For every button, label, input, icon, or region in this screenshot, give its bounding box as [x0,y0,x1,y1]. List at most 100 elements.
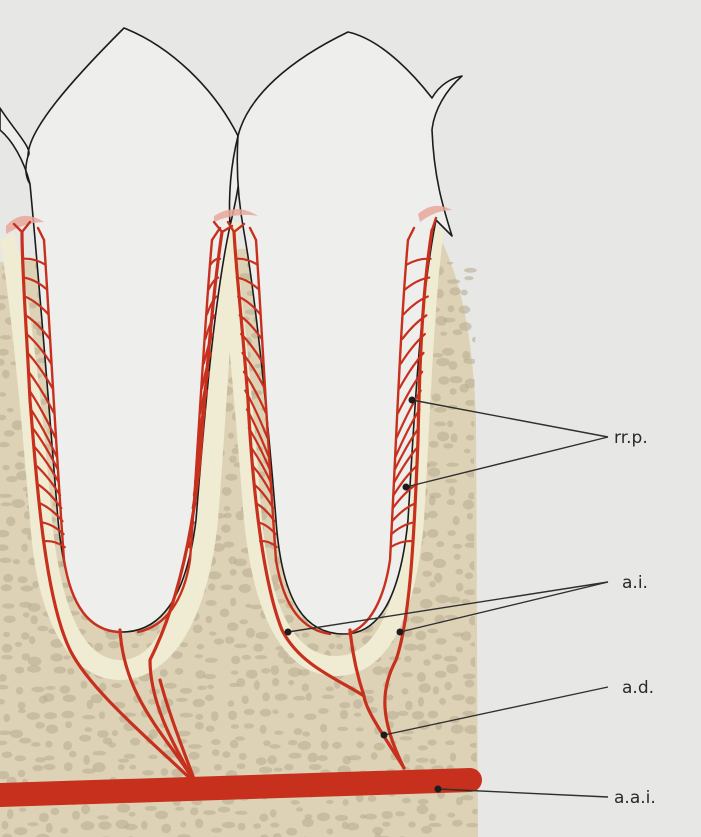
bone-pore [53,666,67,674]
bone-pore [0,348,9,356]
bone-pore [443,655,458,662]
bone-pore [50,638,64,648]
bone-pore [427,467,441,478]
bone-pore [50,807,60,816]
bone-pore [302,817,314,828]
bone-pore [205,600,217,606]
bone-pore [175,697,188,702]
bone-pore [83,754,90,765]
bone-pore [21,632,30,640]
bone-pore [288,680,295,686]
bone-pore [427,529,439,538]
bone-pore [230,670,239,675]
bone-pore [296,807,304,812]
bone-pore [188,751,200,760]
bone-pore [204,657,218,663]
bone-pore [339,709,349,720]
bone-pore [348,755,362,761]
bone-pore [192,624,203,634]
bone-pore [159,669,168,677]
bone-pore [195,670,206,679]
bone-pore [0,557,12,564]
bone-pore [297,740,311,750]
bone-pore [464,725,478,735]
bone-pore [72,810,80,820]
periodontal-vessel-branch [31,427,59,471]
bone-pore [421,825,433,834]
bone-pore [12,559,20,565]
bone-pore [90,694,103,704]
bone-pore [64,595,75,603]
bone-pore [305,692,312,702]
bone-pore [336,643,344,650]
bone-pore [221,821,236,829]
bone-pore [45,822,53,833]
bone-pore [269,744,281,749]
bone-pore [147,698,156,705]
bone-pore [446,279,461,284]
periodontal-vessel-branch [35,464,62,497]
bone-pore [426,461,438,467]
bone-pore [141,820,148,830]
bone-pore [352,699,363,709]
bone-pore [238,583,252,593]
bone-pore [227,700,235,707]
bone-pore [2,603,15,609]
bone-pore [464,572,474,580]
bone-pore [452,819,463,827]
bone-pore [207,684,214,689]
bone-pore [245,627,255,638]
bone-pore [31,686,45,693]
bone-pore [355,727,364,732]
bone-pore [128,811,136,817]
bone-pore [190,807,199,816]
bone-pore [37,625,49,632]
bone-pore [446,262,454,265]
bone-pore [320,724,328,733]
bone-pore [254,655,268,660]
bone-pore [0,529,10,538]
bone-pore [243,708,255,716]
bone-pore [237,822,246,831]
bone-pore [431,393,441,402]
periodontal-vessel-branch [397,370,424,414]
bone-pore [98,821,112,830]
bone-pore [397,710,409,717]
bone-pore [35,722,45,729]
bone-pore [179,687,192,694]
bone-pore [241,695,249,704]
bone-pore [2,464,10,471]
bone-pore [194,654,203,659]
bone-pore [188,744,202,749]
bone-pore [304,814,313,820]
bone-pore [416,804,429,815]
bone-pore [203,673,217,680]
bone-pore [148,754,158,760]
bone-pore [129,764,137,770]
bone-pore [326,828,334,835]
periodontal-vessel-branch [238,314,263,340]
bone-pore [92,750,107,756]
bone-pore [399,736,413,741]
bone-pore [69,750,77,758]
bone-pore [444,614,458,619]
periodontal-vessel-branch [202,333,214,365]
periodontal-vessel-branch [22,276,48,291]
bone-pore [446,663,459,674]
periodontal-vessel-branch [242,370,267,414]
periodontal-vessel-branch [247,427,271,471]
bone-pore [212,543,225,552]
bone-pore [111,683,122,688]
bone-pore [259,724,267,734]
bone-pore [171,651,183,659]
bone-pore [428,813,436,821]
periodontal-vessel-branch [25,333,53,365]
bone-pore [44,755,55,761]
bone-pore [363,689,375,695]
bone-pore [417,745,428,751]
bone-pore [14,462,25,470]
bone-pore [10,729,23,739]
periodontal-vessel-branch [405,257,432,266]
bone-pore [434,670,447,678]
bone-pore [447,530,456,536]
